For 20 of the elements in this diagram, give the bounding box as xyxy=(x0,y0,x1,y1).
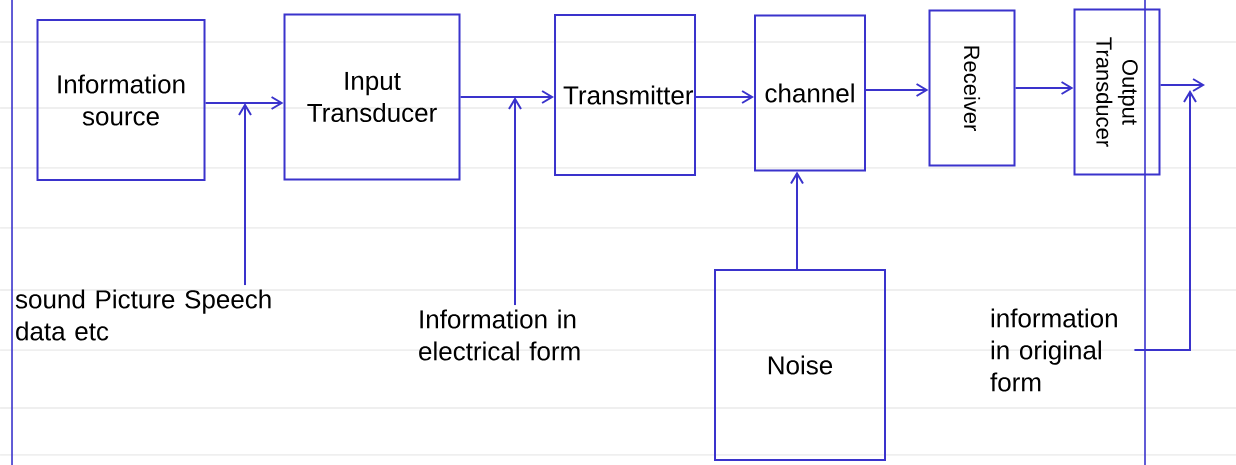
process-box: Input Transducer xyxy=(283,13,461,181)
arrow xyxy=(459,90,554,104)
process-box: Information source xyxy=(36,19,206,181)
process-box: Transmitter xyxy=(554,14,696,176)
arrow xyxy=(790,171,804,270)
process-box: Output Transducer xyxy=(1073,8,1161,176)
arrow xyxy=(1014,81,1074,95)
annotation-text: Information in electrical form xyxy=(419,309,580,361)
process-box: Receiver xyxy=(928,9,1016,167)
arrow xyxy=(1133,90,1197,351)
annotation-text: sound Picture Speech data etc xyxy=(15,289,271,341)
arrow xyxy=(695,90,754,104)
arrow xyxy=(508,97,522,307)
process-box: channel xyxy=(754,14,866,172)
arrow xyxy=(1159,78,1205,92)
noise-box: Noise xyxy=(714,269,886,461)
arrow xyxy=(204,96,284,110)
annotation-text: information in original form xyxy=(990,308,1117,392)
arrow xyxy=(238,103,252,287)
arrow xyxy=(865,83,929,97)
